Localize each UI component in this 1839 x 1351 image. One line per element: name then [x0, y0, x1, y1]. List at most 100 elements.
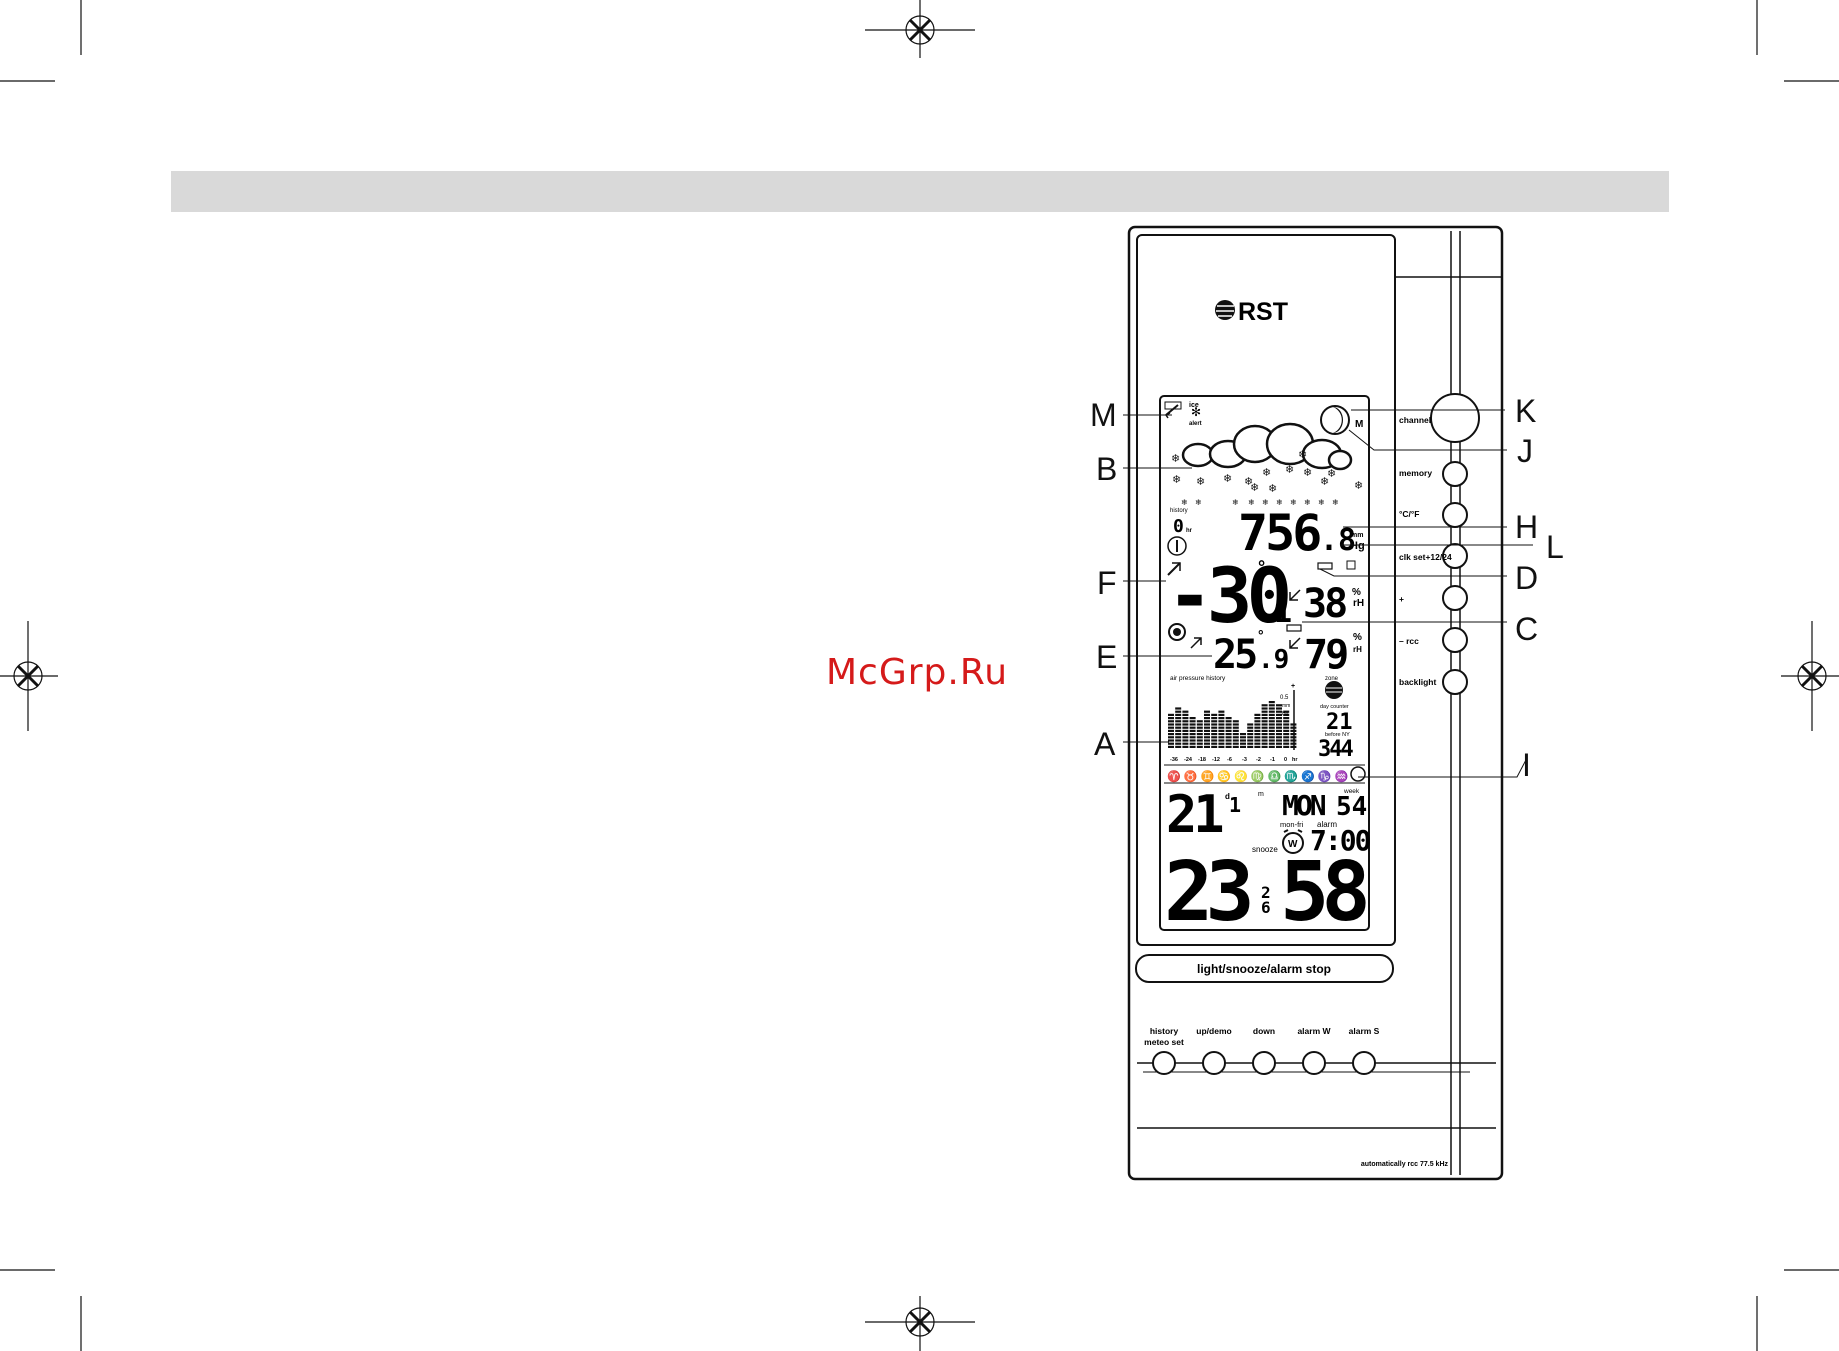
pressure-bar-segment [1204, 720, 1210, 723]
moon-icon [1320, 405, 1350, 435]
pressure-bar-segment [1261, 729, 1268, 732]
pressure-bar-segment [1225, 733, 1232, 736]
pressure-bar-segment [1268, 704, 1275, 707]
pressure-bar-segment [1225, 723, 1232, 726]
pressure-bar-segment [1261, 726, 1268, 729]
callout-f: F [1097, 565, 1117, 601]
svg-text:❄: ❄ [1276, 498, 1283, 507]
pressure-bar-segment [1196, 720, 1203, 723]
time-seconds-tens: 2 [1261, 883, 1271, 902]
pressure-bar-segment [1283, 713, 1290, 716]
pressure-bar-segment [1196, 726, 1203, 729]
svg-text:hr: hr [1292, 757, 1298, 763]
pressure-bar-segment [1211, 739, 1218, 742]
pressure-bar-segment [1268, 733, 1275, 736]
pressure-bar-segment [1211, 736, 1218, 739]
pressure-bar-segment [1218, 729, 1225, 732]
alarm-clock-icon [1282, 832, 1304, 854]
pressure-bar-segment [1218, 713, 1225, 716]
alarm-s-button[interactable] [1352, 1051, 1376, 1075]
memory-button[interactable] [1442, 461, 1468, 487]
svg-text:-36: -36 [1170, 757, 1178, 763]
pressure-bar-segment [1189, 736, 1196, 739]
pressure-bar-segment [1283, 720, 1290, 723]
pressure-bar-segment [1211, 713, 1218, 716]
pressure-bar-segment [1204, 733, 1210, 736]
date-month: 1 [1229, 793, 1241, 817]
moon-label: M [1355, 419, 1363, 430]
pressure-bar-segment [1204, 723, 1210, 726]
svg-text:❄: ❄ [1327, 468, 1336, 480]
outdoor-degree: ° [1258, 557, 1265, 577]
pressure-bar-segment [1218, 739, 1225, 742]
svg-text:❄: ❄ [1172, 474, 1181, 486]
outdoor-temp: -30 [1167, 551, 1289, 640]
pressure-bar-segment [1240, 745, 1246, 748]
zone-label: zone [1325, 676, 1339, 682]
sensor-icon [1167, 536, 1187, 556]
registration-mark-bottom [865, 1296, 975, 1351]
pressure-bar-segment [1218, 742, 1225, 745]
svg-text:Hg: Hg [1282, 711, 1289, 717]
clock-set-button[interactable] [1442, 543, 1468, 569]
pressure-bar-segment [1182, 736, 1189, 739]
pressure-bar-segment [1254, 733, 1261, 736]
down-button[interactable] [1252, 1051, 1276, 1075]
callout-b: B [1096, 451, 1117, 487]
pressure-bar-segment [1182, 717, 1189, 720]
pressure-bar-segment [1182, 723, 1189, 726]
pressure-bar-segment [1261, 707, 1268, 710]
week-label: week [1343, 788, 1360, 795]
channel-button[interactable] [1430, 393, 1480, 443]
history-label-lcd: history [1170, 508, 1188, 514]
pressure-bar-segment [1204, 736, 1210, 739]
svg-text:❄: ❄ [1223, 473, 1232, 485]
pressure-bar-segment [1182, 739, 1189, 742]
battery-icon-indoor [1286, 624, 1302, 632]
pressure-bar-segment [1225, 726, 1232, 729]
pressure-bar-segment [1211, 733, 1218, 736]
alarm-w-button[interactable] [1302, 1051, 1326, 1075]
pressure-bar-segment [1182, 713, 1189, 716]
svg-text:mm: mm [1282, 703, 1290, 709]
pressure-bar-segment [1268, 713, 1275, 716]
pressure-bar-segment [1283, 726, 1290, 729]
light-snooze-alarm-stop-button[interactable] [1135, 954, 1394, 983]
bottom-button-labels: history meteo set up/demo down alarm W a… [1144, 1026, 1380, 1047]
pressure-bar-segment [1276, 736, 1282, 739]
week-value: 54 [1336, 792, 1367, 822]
svg-text:❄: ❄ [1262, 467, 1271, 479]
svg-text:-3: -3 [1242, 757, 1247, 763]
backlight-button[interactable] [1442, 669, 1468, 695]
minus-rcc-button[interactable] [1442, 627, 1468, 653]
pressure-bar-segment [1261, 736, 1268, 739]
svg-text:❄: ❄ [1318, 498, 1325, 507]
svg-text:❄: ❄ [1250, 482, 1259, 494]
up-demo-button[interactable] [1202, 1051, 1226, 1075]
svg-text:0: 0 [1284, 757, 1287, 763]
pressure-bar-segment [1283, 733, 1290, 736]
pressure-bar-segment [1268, 739, 1275, 742]
history-meteo-set-button[interactable] [1152, 1051, 1176, 1075]
pressure-bar-segment [1254, 713, 1261, 716]
unit-c-f-button[interactable] [1442, 502, 1468, 528]
pressure-bar-segment [1196, 736, 1203, 739]
callout-c: C [1515, 611, 1538, 647]
pressure-bar-segment [1254, 729, 1261, 732]
pressure-bar-segment [1254, 739, 1261, 742]
pressure-bar-segment [1175, 723, 1182, 726]
pressure-bar-segment [1189, 720, 1196, 723]
pressure-bar-segment [1254, 720, 1261, 723]
indoor-icon [1168, 623, 1186, 641]
plus-button[interactable] [1442, 585, 1468, 611]
indoor-humidity-unit: rH [1353, 645, 1362, 654]
pressure-bar-segment [1211, 717, 1218, 720]
pressure-bar-segment [1182, 729, 1189, 732]
pressure-bar-segment [1232, 745, 1239, 748]
pressure-bar-segment [1268, 720, 1275, 723]
alert-label: alert [1189, 421, 1202, 427]
pressure-bar-segment [1218, 745, 1225, 748]
pressure-bar-segment [1189, 726, 1196, 729]
channel-label: channel [1399, 415, 1431, 425]
pressure-bar-segment [1225, 729, 1232, 732]
